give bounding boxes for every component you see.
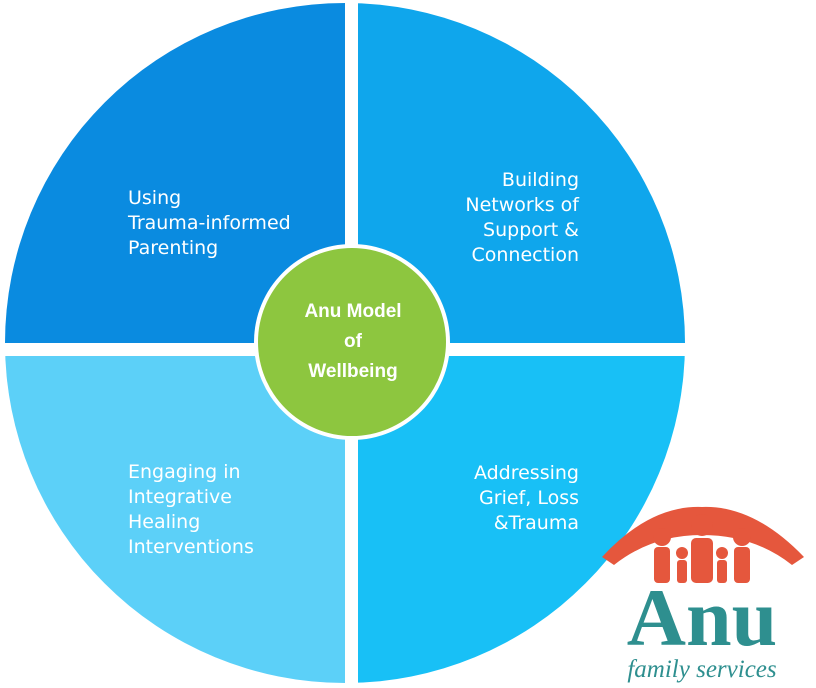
- center-circle-fill: [258, 248, 446, 436]
- quadrant-label-bottom-left: Engaging in Integrative Healing Interven…: [128, 461, 254, 558]
- quadrant-top-left: [5, 3, 345, 343]
- center-label: Anu Model of Wellbeing: [304, 301, 402, 382]
- quadrant-label-top-right: Building Networks of Support & Connectio…: [465, 169, 579, 266]
- logo-name: Anu: [627, 572, 777, 663]
- anu-logo: Anu family services: [602, 506, 804, 683]
- quadrant-label-bottom-right: Addressing Grief, Loss &Trauma: [473, 462, 579, 534]
- logo-tagline: family services: [627, 656, 776, 683]
- quadrant-bottom-right: [345, 343, 685, 683]
- quadrant-label-top-left: Using Trauma-informed Parenting: [128, 187, 291, 259]
- quadrant-top-right: [345, 3, 685, 343]
- quadrant-bottom-left: [5, 343, 345, 683]
